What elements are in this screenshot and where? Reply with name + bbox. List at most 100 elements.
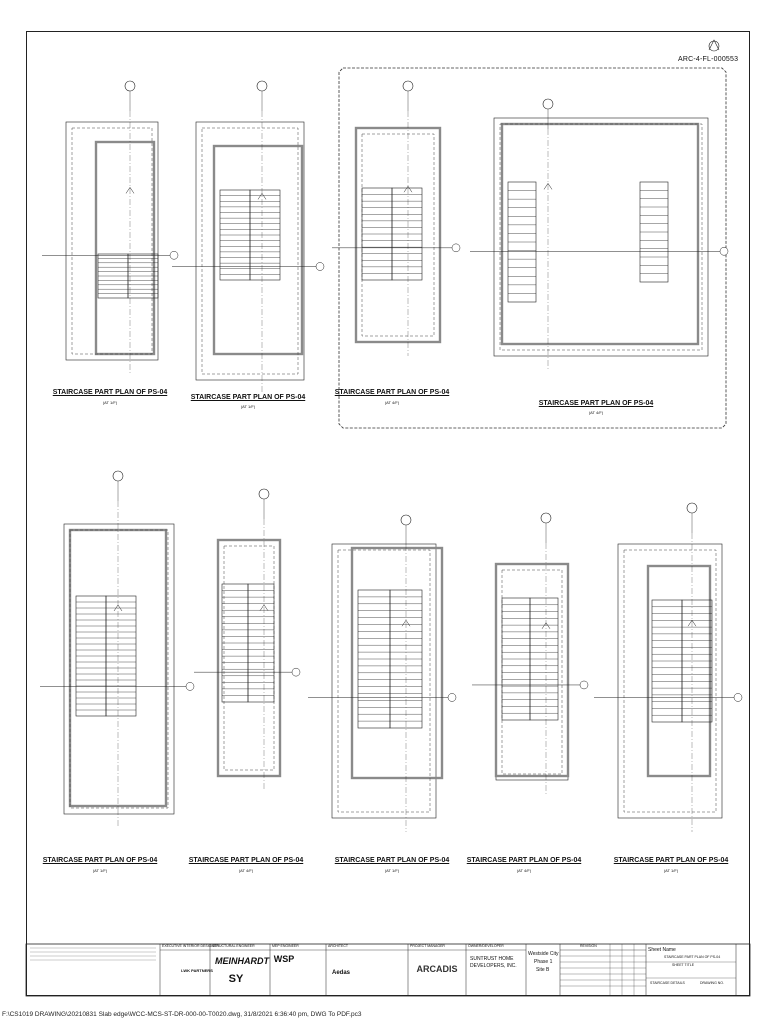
plan-slab-edge-7 (337, 549, 431, 813)
sheet-name-header: Sheet Name (648, 947, 676, 953)
plan-wall-6 (216, 538, 282, 778)
grid-bubble-5 (112, 470, 124, 482)
plan-title-1: STAIRCASE PART PLAN OF PS-04 (52, 389, 168, 396)
section-marker-3 (451, 243, 461, 253)
wsp-logo: WSP (273, 954, 295, 964)
plan-slab-edge-9 (623, 549, 717, 813)
direction-arrow-icon (125, 186, 135, 194)
section-marker-6 (291, 667, 301, 677)
plan-title-3: STAIRCASE PART PLAN OF PS-04 (334, 389, 450, 396)
project-name: Westside City (528, 951, 559, 957)
drawing-no-label: DRAWING NO. (700, 981, 724, 985)
plan-outline-6 (217, 539, 281, 777)
section-marker-8 (579, 680, 589, 690)
plan-outline-4 (493, 117, 709, 357)
direction-arrow-icon (543, 182, 553, 190)
plan-wall-4 (500, 122, 700, 346)
tb-structural-heading: STRUCTURAL ENGINEER (212, 944, 255, 948)
grid-bubble-9 (686, 502, 698, 514)
plan-wall-1 (94, 140, 156, 356)
grid-bubble-8 (540, 512, 552, 524)
tb-developer-heading: OWNER/DEVELOPER (468, 944, 504, 948)
grid-bubble-4 (542, 98, 554, 110)
direction-arrow-icon (541, 622, 551, 629)
direction-arrow-icon (259, 604, 269, 611)
plan-scale-5: (AT 1/F) (92, 868, 108, 873)
plan-title-8: STAIRCASE PART PLAN OF PS-04 (466, 857, 582, 864)
plan-wall-2 (212, 144, 304, 356)
revision-cloud (338, 67, 727, 429)
tb-consultant-heading: EXECUTIVE INTERIOR DESIGNER (162, 944, 219, 948)
plan-slab-edge-3 (361, 133, 435, 337)
plan-scale-8: (AT 4/F) (516, 868, 532, 873)
plan-title-7: STAIRCASE PART PLAN OF PS-04 (334, 857, 450, 864)
file-path-footer: F:\CS1019 DRAWING\20210831 Slab edge\WCC… (2, 1011, 362, 1018)
direction-arrow-icon (401, 619, 411, 627)
developer-line-2: DEVELOPERS, INC. (470, 963, 517, 969)
plan-wall-3 (354, 126, 442, 344)
plan-slab-edge-6 (223, 545, 275, 771)
plan-outline-5 (63, 523, 175, 815)
tb-pm-heading: PROJECT MANAGER (410, 944, 445, 948)
title-block (25, 943, 751, 997)
grid-bubble-2 (256, 80, 268, 92)
plan-slab-edge-4 (499, 123, 703, 351)
direction-arrow-icon (257, 192, 267, 200)
section-marker-9 (733, 693, 743, 702)
direction-arrow-icon (403, 185, 413, 193)
grid-bubble-7 (400, 514, 412, 526)
plan-scale-6: (AT 4/F) (238, 868, 254, 873)
plan-title-4: STAIRCASE PART PLAN OF PS-04 (538, 400, 654, 407)
grid-bubble-6 (258, 488, 270, 500)
plan-scale-1: (AT 1/F) (102, 400, 118, 405)
plan-slab-edge-1 (71, 127, 153, 355)
section-marker-5 (185, 682, 195, 691)
plan-wall-7 (350, 546, 444, 780)
plan-scale-2: (AT 1/F) (240, 404, 256, 409)
plan-slab-edge-5 (69, 529, 169, 809)
section-marker-2 (315, 262, 325, 271)
project-phase: Phase 1 (534, 959, 553, 965)
plan-outline-9 (617, 543, 723, 819)
plan-scale-7: (AT 1/F) (384, 868, 400, 873)
project-site: Site B (536, 967, 550, 973)
aedas-logo: Aedas (331, 970, 350, 976)
tb-architect-heading: ARCHITECT (328, 944, 349, 948)
sheet-label: SHEET TITLE (672, 963, 695, 967)
meinhardt-logo: MEINHARDT (215, 956, 269, 966)
plan-outline-8 (495, 563, 569, 781)
sy-logo: SY (228, 973, 244, 985)
plan-outline-7 (331, 543, 437, 819)
plan-title-2: STAIRCASE PART PLAN OF PS-04 (190, 394, 306, 401)
revision-header: REVISION (580, 944, 597, 948)
section-marker-7 (447, 693, 457, 702)
plan-wall-8 (494, 562, 570, 778)
direction-arrow-icon (687, 619, 697, 627)
plan-scale-3: (AT 4/F) (384, 400, 400, 405)
plan-wall-9 (646, 564, 712, 778)
plan-title-6: STAIRCASE PART PLAN OF PS-04 (188, 857, 304, 864)
drawing-sheet-border (26, 31, 750, 996)
direction-arrow-icon (113, 604, 123, 612)
plan-slab-edge-8 (501, 569, 563, 775)
section-marker-1 (169, 251, 179, 260)
lwk-logo: LWK PARTNERS (181, 967, 213, 973)
grid-bubble-3 (402, 80, 414, 92)
plan-scale-4: (AT 4/F) (588, 410, 604, 415)
section-marker-4 (719, 247, 729, 256)
tb-mep-heading: MEP ENGINEER (272, 944, 299, 948)
plan-scale-9: (AT 1/F) (663, 868, 679, 873)
plan-outline-2 (195, 121, 305, 381)
sheet-title-small: STAIRCASE DETAILS (650, 981, 685, 985)
plan-title-9: STAIRCASE PART PLAN OF PS-04 (613, 857, 729, 864)
sheet-name: STAIRCASE PART PLAN OF PS-04 (664, 955, 721, 959)
grid-bubble-1 (124, 80, 136, 92)
plan-slab-edge-2 (201, 127, 299, 375)
plan-outline-1 (65, 121, 159, 361)
arcadis-logo: ARCADIS (416, 964, 458, 974)
plan-title-5: STAIRCASE PART PLAN OF PS-04 (42, 857, 158, 864)
developer-line-1: SUNTRUST HOME (470, 956, 514, 962)
drawing-number: ARC-4-FL-000553 (678, 56, 739, 63)
north-arrow-icon (708, 39, 720, 52)
